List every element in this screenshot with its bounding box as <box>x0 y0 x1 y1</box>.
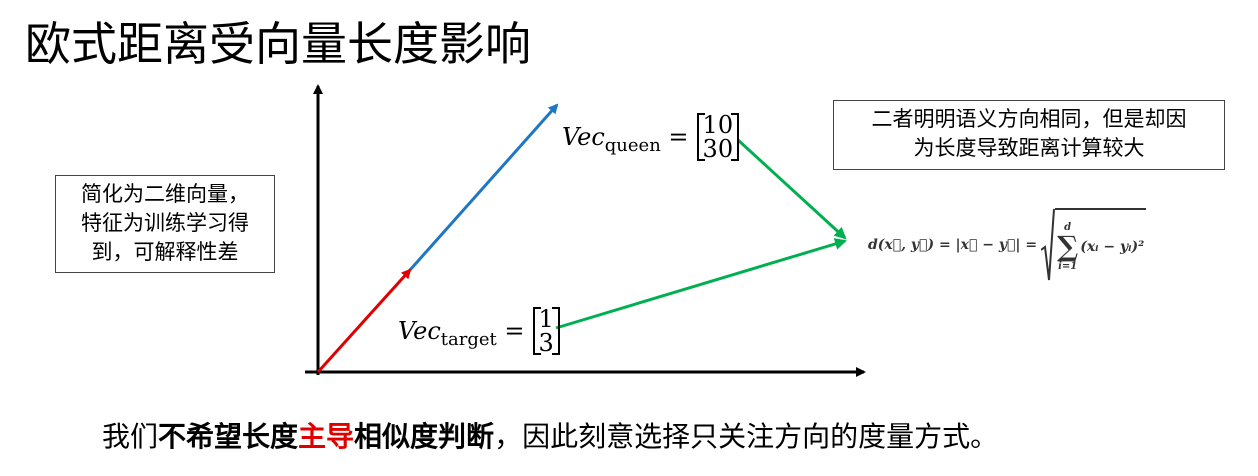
text-part: ，因此刻意选择只关注方向的度量方式。 <box>494 420 999 453</box>
text-part: 我们 <box>102 420 159 453</box>
left-note-box: 简化为二维向量， 特征为训练学习得 到，可解释性差 <box>55 175 275 273</box>
sum-lower: i=1 <box>1058 261 1078 272</box>
right-note-line: 二者明明语义方向相同，但是却因 <box>871 107 1187 131</box>
right-note-box: 二者明明语义方向相同，但是却因 为长度导致距离计算较大 <box>833 100 1225 170</box>
sqrt: d ∑ i=1 (xᵢ − yᵢ)² <box>1041 208 1147 282</box>
queen-connector-arrow <box>736 138 847 240</box>
left-note-line: 到，可解释性差 <box>91 240 239 264</box>
vec-subscript: queen <box>604 134 661 156</box>
summation: d ∑ i=1 <box>1057 222 1078 272</box>
target-vector-arrow <box>316 268 412 374</box>
vec-name: Vec <box>562 123 605 151</box>
formula-lhs: d(x⃗, y⃗) = |x⃗ − y⃗| = <box>868 237 1038 253</box>
right-note-line: 为长度导致距离计算较大 <box>913 136 1145 160</box>
text-emphasis: 主导 <box>298 420 355 453</box>
target-connector-arrow <box>555 238 847 330</box>
left-note-line: 简化为二维向量， <box>81 182 249 206</box>
euclidean-formula: d(x⃗, y⃗) = |x⃗ − y⃗| = d ∑ i=1 (xᵢ − yᵢ… <box>868 208 1147 282</box>
text-bold: 相似度判断 <box>354 420 495 453</box>
vec-name: Vec <box>398 317 441 345</box>
left-note-line: 特征为训练学习得 <box>81 211 249 235</box>
matrix-entry: 1 <box>538 305 554 333</box>
vec-subscript: target <box>440 328 497 350</box>
queen-vector-arrow <box>408 103 559 271</box>
sqrt-sign <box>1041 208 1056 281</box>
sqrt-radicand: d ∑ i=1 (xᵢ − yᵢ)² <box>1055 208 1147 282</box>
text-bold: 不希望长度 <box>158 420 299 453</box>
formula-body: (xᵢ − yᵢ)² <box>1080 239 1145 255</box>
sum-symbol: ∑ <box>1057 230 1079 263</box>
conclusion-text: 我们不希望长度主导相似度判断，因此刻意选择只关注方向的度量方式。 <box>102 415 998 455</box>
matrix-entry: 3 <box>538 329 554 357</box>
sum-upper: d <box>1064 222 1072 233</box>
matrix-entry: 30 <box>702 135 734 163</box>
matrix-entry: 10 <box>702 111 734 139</box>
slide-title: 欧式距离受向量长度影响 <box>25 17 531 71</box>
